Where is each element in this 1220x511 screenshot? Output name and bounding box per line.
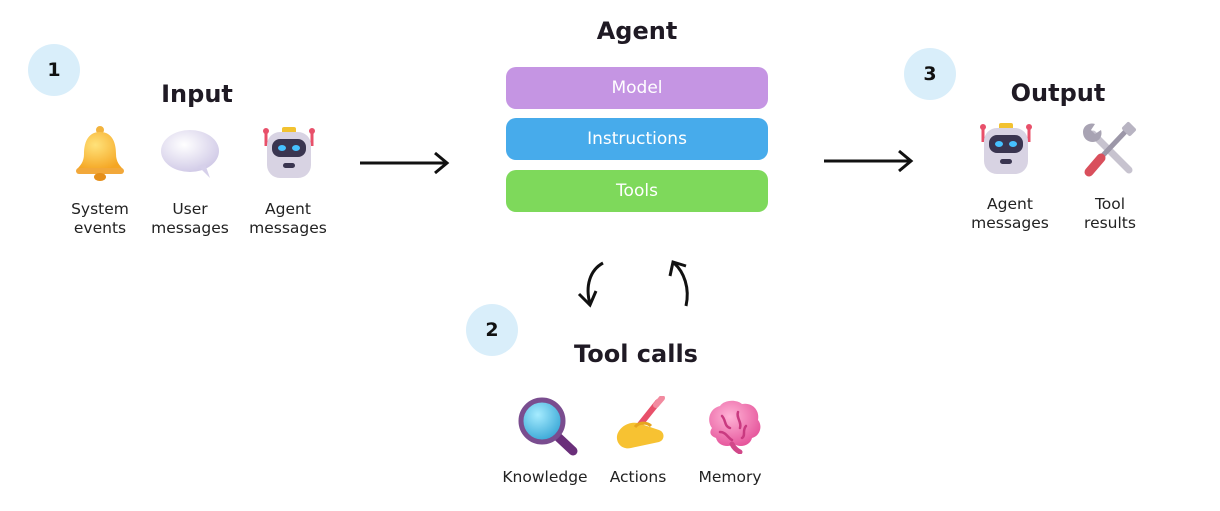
magnifying-glass-icon [517, 396, 579, 456]
input-heading: Input [161, 80, 233, 108]
speech-bubble-icon [158, 126, 222, 182]
robot-icon [259, 124, 319, 182]
agent-tools-block: Tools [506, 170, 768, 212]
agent-instructions-block: Instructions [506, 118, 768, 160]
step-badge-1: 1 [28, 44, 80, 96]
tool-calls-label-actions: Actions [609, 468, 667, 486]
step-badge-3: 3 [904, 48, 956, 100]
tool-calls-label-knowledge: Knowledge [502, 468, 588, 486]
arrow-curve-up [664, 256, 704, 310]
agent-model-block: Model [506, 67, 768, 109]
arrow-right-agent-output [822, 148, 916, 174]
tool-calls-label-memory: Memory [698, 468, 762, 486]
bell-icon [70, 122, 130, 182]
output-heading: Output [1010, 79, 1106, 107]
tool-calls-heading: Tool calls [574, 340, 698, 368]
agent-heading: Agent [596, 17, 678, 45]
writing-hand-icon [611, 396, 671, 454]
arrow-right-input-agent [358, 150, 452, 176]
robot-icon [976, 120, 1036, 178]
tools-icon [1079, 120, 1139, 180]
brain-icon [702, 398, 764, 454]
step-badge-2: 2 [466, 304, 518, 356]
arrow-curve-down [570, 258, 610, 310]
